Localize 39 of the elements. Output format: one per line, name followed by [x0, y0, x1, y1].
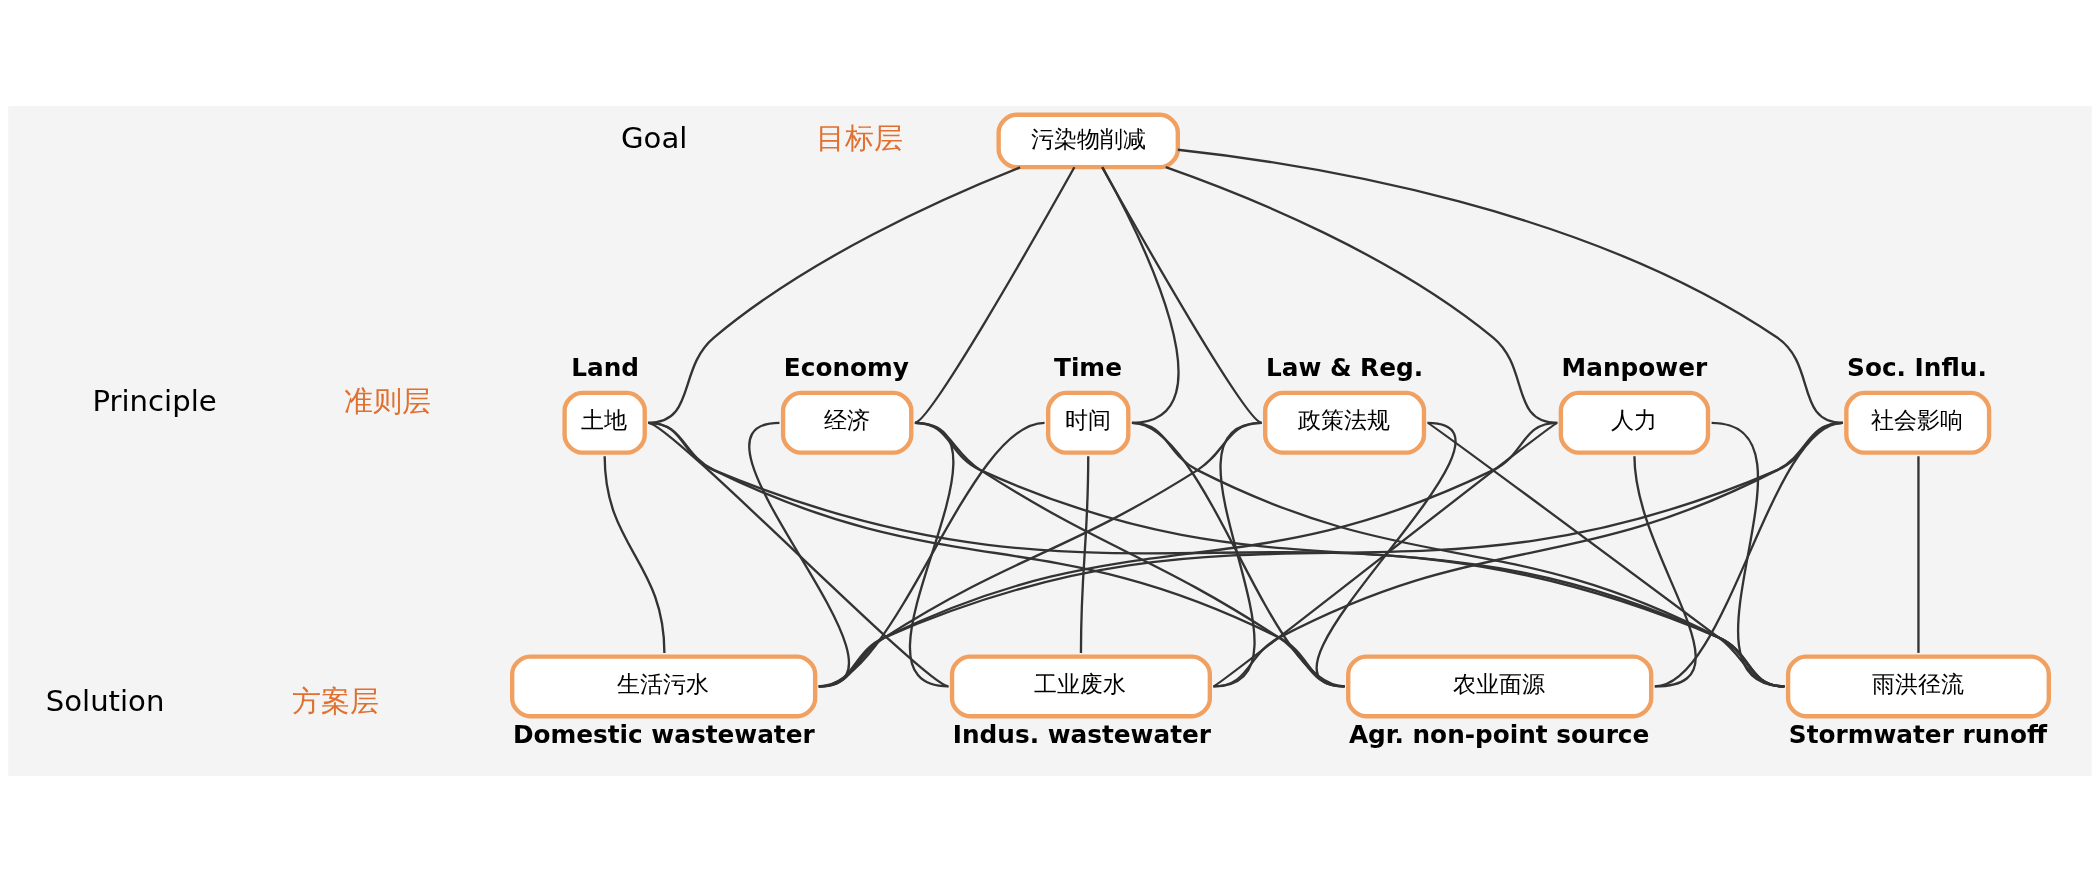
- node-label: Land: [571, 352, 639, 382]
- label: 方案层: [291, 684, 379, 719]
- connector: [914, 421, 1785, 688]
- connector: [647, 421, 949, 688]
- node-label: Stormwater runoff: [1788, 719, 2047, 749]
- connector: [1131, 421, 1785, 688]
- connector: [1917, 456, 1920, 653]
- label: 准则层: [344, 384, 432, 419]
- connector: [1079, 456, 1090, 653]
- connector: [1654, 421, 1844, 688]
- connector: [1212, 421, 1558, 688]
- connector: [1177, 148, 1843, 424]
- label: Solution: [45, 684, 165, 719]
- label: Principle: [92, 384, 217, 419]
- connector: [748, 421, 850, 688]
- node-box: 污染物削减: [996, 112, 1180, 170]
- connector: [1315, 421, 1457, 688]
- connector: [1633, 456, 1697, 688]
- connector: [818, 421, 1843, 688]
- node-label: Time: [1054, 352, 1122, 382]
- connector: [1213, 421, 1843, 688]
- connector: [1165, 166, 1558, 424]
- node-label: Domestic wastewater: [512, 719, 815, 749]
- connector: [914, 166, 1076, 424]
- node-label: Law & Reg.: [1265, 352, 1424, 382]
- node-label: Soc. Influ.: [1847, 352, 1987, 382]
- node-label: Agr. non-point source: [1348, 719, 1650, 749]
- connector: [648, 166, 1021, 424]
- connector: [603, 456, 666, 653]
- node-label: Manpower: [1561, 352, 1708, 382]
- label: Goal: [621, 121, 688, 156]
- label: 目标层: [816, 121, 904, 156]
- connector: [1711, 421, 1785, 688]
- connector: [1101, 166, 1263, 424]
- node-label: Indus. wastewater: [952, 719, 1212, 749]
- connector: [908, 421, 955, 688]
- connector: [648, 421, 1785, 688]
- node-label: Economy: [783, 352, 909, 382]
- connector: [1426, 421, 1785, 688]
